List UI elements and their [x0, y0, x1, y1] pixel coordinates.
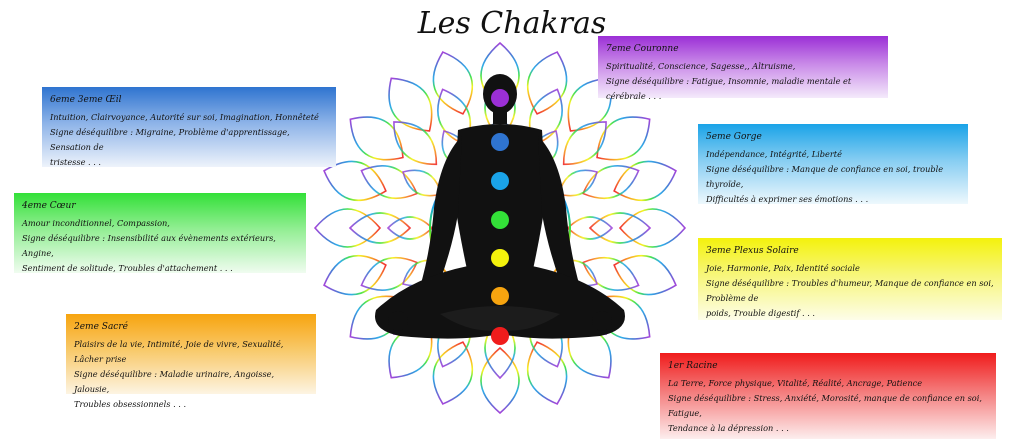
chakra-imbalance: Signe déséquilibre : Migraine, Problème … [50, 127, 290, 152]
mandala-illustration [313, 41, 687, 415]
solar-plexus-chakra-icon [491, 249, 509, 267]
mandala-petal [348, 212, 412, 244]
chakra-box-sacral: 2eme Sacré Plaisirs de la vie, Intimité,… [66, 314, 316, 409]
chakra-box-throat: 5eme Gorge Indépendance, Intégrité, Libe… [698, 124, 968, 204]
mandala-petal [388, 77, 433, 132]
mandala-petal [386, 216, 434, 240]
chakra-box-solar-plexus: 3eme Plexus Solaire Joie, Harmonie, Paix… [698, 238, 1002, 320]
chakra-qualities: Intuition, Clairvoyance, Autorité sur so… [50, 112, 319, 122]
mandala-petal [313, 208, 382, 248]
mandala-petal [613, 160, 677, 202]
chakra-imbalance-cont: Sentiment de solitude, Troubles d'attach… [22, 263, 233, 273]
mandala-petal [562, 121, 607, 166]
mandala-petal [402, 169, 443, 197]
mandala-petal [588, 212, 652, 244]
mandala-petal [557, 169, 598, 197]
chakra-box-root: 1er Racine La Terre, Force physique, Vit… [660, 353, 996, 439]
mandala-petal [582, 256, 640, 291]
chakra-box-heart: 4eme Cœur Amour inconditionnel, Compassi… [14, 193, 306, 273]
mandala-petal [566, 216, 614, 240]
mandala-petal [323, 160, 387, 202]
mandala-petal [526, 51, 568, 115]
chakra-qualities: La Terre, Force physique, Vitalité, Réal… [668, 378, 923, 388]
mandala-petal [349, 116, 404, 161]
chakra-name: 5eme Gorge [706, 132, 762, 142]
chakra-imbalance-cont: Difficultés à exprimer ses émotions . . … [706, 194, 869, 204]
heart-chakra-icon [491, 211, 509, 229]
chakra-imbalance: Signe déséquilibre : Maladie urinaire, A… [74, 369, 275, 394]
mandala-petal [582, 165, 640, 200]
chakra-name: 3eme Plexus Solaire [706, 246, 799, 256]
chakra-name: 2eme Sacré [74, 322, 128, 332]
mandala-petal [323, 254, 387, 296]
chakra-imbalance-cont: Tendance à la dépression . . . [668, 423, 789, 433]
mandala-petal [360, 256, 418, 291]
mandala-petal [432, 51, 474, 115]
third-eye-chakra-icon [491, 133, 509, 151]
chakra-points [491, 89, 509, 345]
mandala-petal [528, 88, 563, 146]
chakra-imbalance-cont: poids, Trouble digestif . . . [706, 308, 816, 318]
chakra-box-crown: 7eme Couronne Spiritualité, Conscience, … [598, 36, 888, 101]
chakra-name: 1er Racine [668, 361, 718, 371]
mandala-petal [613, 254, 677, 296]
page-title: Les Chakras [417, 6, 607, 41]
mandala-petal [393, 121, 438, 166]
chakra-imbalance: Signe déséquilibre : Troubles d'humeur, … [706, 278, 994, 303]
chakra-imbalance-cont: Troubles obsessionnels . . . [74, 399, 187, 409]
root-chakra-icon [491, 327, 509, 345]
mandala-petal [437, 88, 472, 146]
mandala-petal [526, 341, 568, 405]
chakra-imbalance: Signe déséquilibre : Stress, Anxiété, Mo… [668, 393, 982, 418]
chakra-qualities: Joie, Harmonie, Paix, Identité sociale [706, 263, 860, 273]
chakra-qualities: Plaisirs de la vie, Intimité, Joie de vi… [74, 339, 284, 364]
chakra-box-third-eye: 6eme 3eme Œil Intuition, Clairvoyance, A… [42, 87, 336, 167]
throat-chakra-icon [491, 172, 509, 190]
crown-chakra-icon [491, 89, 509, 107]
chakra-qualities: Indépendance, Intégrité, Liberté [706, 149, 842, 159]
chakra-name: 7eme Couronne [606, 44, 679, 54]
mandala-petal [596, 116, 651, 161]
chakra-imbalance-cont: tristesse . . . [50, 157, 102, 167]
chakra-qualities: Spiritualité, Conscience, Sagesse,, Altr… [606, 61, 796, 71]
sacral-chakra-icon [491, 287, 509, 305]
mandala-petal [480, 346, 520, 415]
chakra-name: 4eme Cœur [22, 201, 76, 211]
mandala-petal [432, 341, 474, 405]
chakra-name: 6eme 3eme Œil [50, 95, 122, 105]
chakra-imbalance: Signe déséquilibre : Fatigue, Insomnie, … [606, 76, 852, 101]
mandala-petal [618, 208, 687, 248]
chakra-imbalance: Signe déséquilibre : Manque de confiance… [706, 164, 944, 189]
mandala-petal [360, 165, 418, 200]
chakra-qualities: Amour inconditionnel, Compassion, [22, 218, 170, 228]
chakra-imbalance: Signe déséquilibre : Insensibilité aux é… [22, 233, 276, 258]
